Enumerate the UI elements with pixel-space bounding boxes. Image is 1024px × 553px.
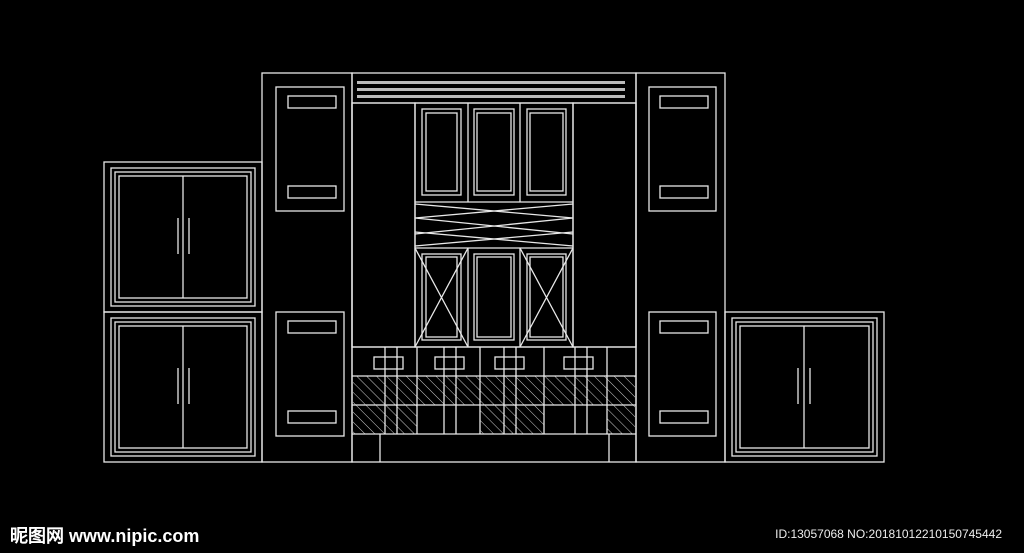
- watermark: 昵图网 www.nipic.com: [10, 522, 199, 548]
- image-id-label: ID:13057068 NO:20181012210150745442: [775, 527, 1002, 541]
- watermark-logo: 昵图网: [10, 526, 64, 546]
- watermark-site: www.nipic.com: [69, 526, 200, 546]
- right-low-cabinet: [724, 311, 885, 463]
- center-unit: [351, 72, 637, 463]
- left-tall-unit: [261, 72, 353, 463]
- right-tall-unit: [635, 72, 726, 463]
- left-cabinet-lower: [103, 311, 263, 463]
- left-cabinet-upper: [103, 161, 263, 313]
